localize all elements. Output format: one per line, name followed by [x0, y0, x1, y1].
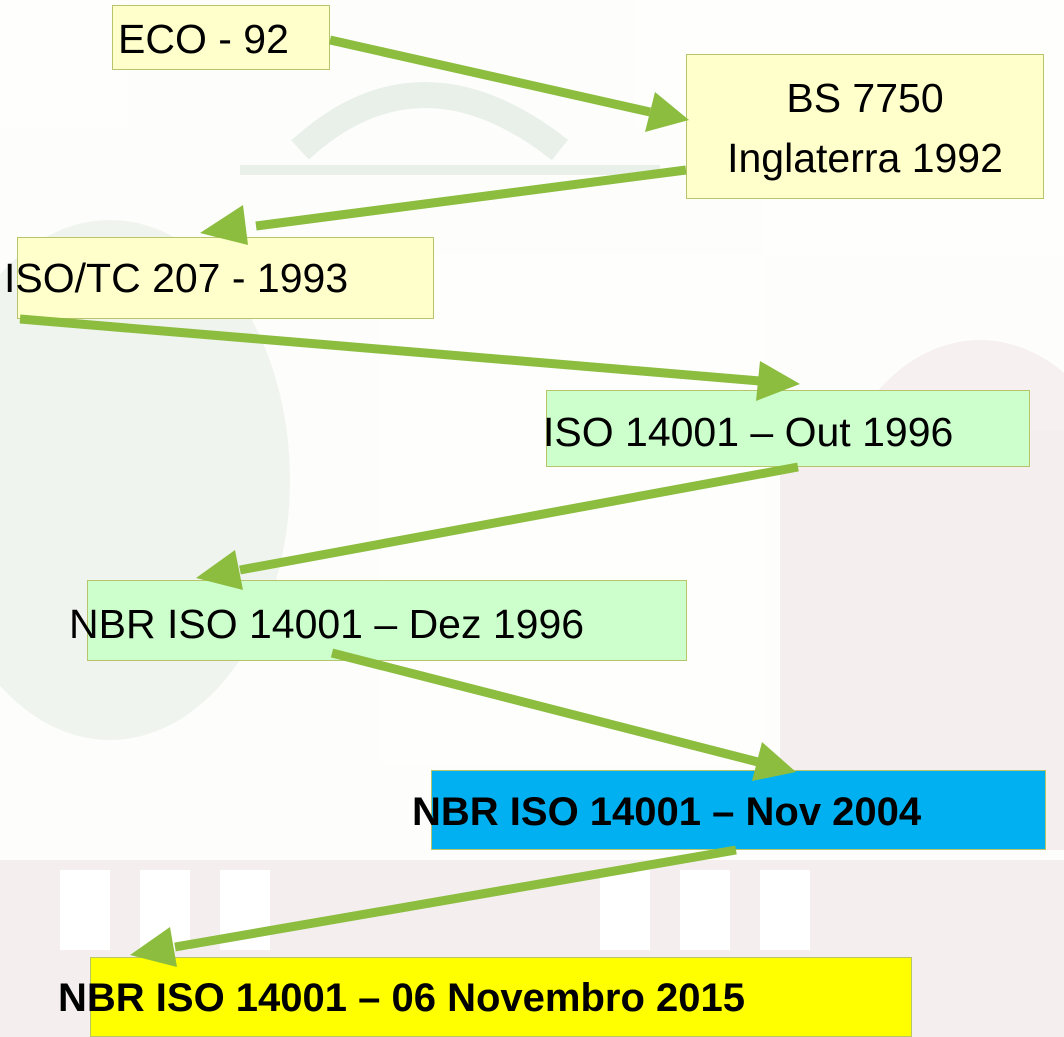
nbr-2004-label: NBR ISO 14001 – Nov 2004	[412, 790, 922, 834]
isotc207-label: ISO/TC 207 - 1993	[4, 255, 349, 301]
bs7750-line2-label: Inglaterra 1992	[727, 135, 1003, 181]
arrow-nbr1996-to-nbr2004	[330, 648, 796, 781]
nbr-2004-box	[431, 770, 1046, 850]
arrow-isotc207-to-iso14001	[19, 314, 800, 401]
iso14001-1996-label: ISO 14001 – Out 1996	[543, 409, 954, 455]
nbr-2015-label: NBR ISO 14001 – 06 Novembro 2015	[58, 976, 746, 1020]
eco92-label: ECO - 92	[118, 16, 289, 62]
nbr-1996-label: NBR ISO 14001 – Dez 1996	[69, 601, 585, 647]
arrow-bs7750-to-isotc207	[200, 165, 687, 245]
iso14001-1996-box	[546, 390, 1030, 467]
arrow-nbr2004-to-nbr2015	[130, 845, 737, 967]
eco92-box	[112, 5, 330, 70]
nbr-1996-box	[87, 580, 687, 661]
bs7750-line1-label: BS 7750	[786, 75, 944, 121]
nbr-2015-box	[90, 957, 912, 1037]
arrow-iso14001-to-nbr1996	[196, 462, 799, 590]
arrow-eco92-to-bs7750	[329, 35, 689, 132]
bs7750-box	[686, 54, 1044, 199]
isotc207-box	[17, 237, 434, 319]
